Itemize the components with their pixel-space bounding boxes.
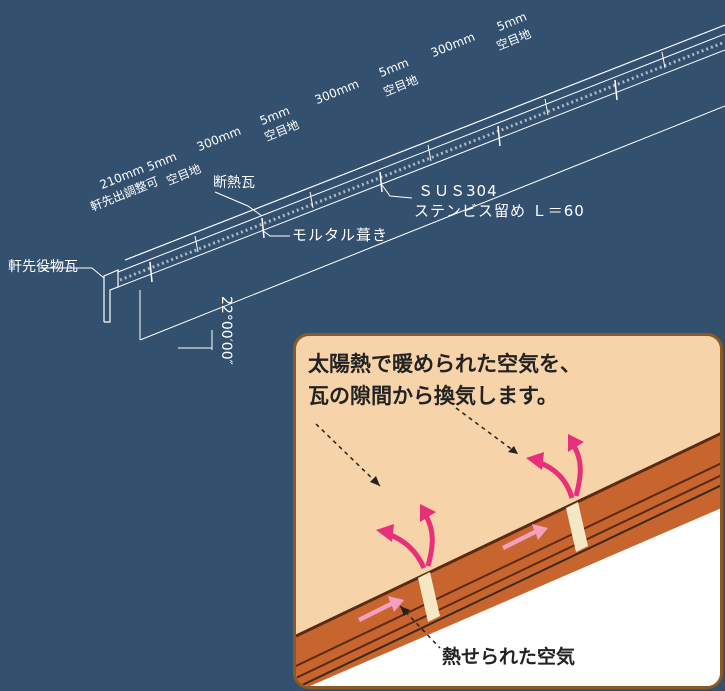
roof-line-top bbox=[124, 24, 725, 261]
tile-underline bbox=[296, 474, 720, 679]
eave-tile-shape bbox=[103, 269, 119, 323]
screw-mark bbox=[497, 125, 501, 147]
tile-underline bbox=[296, 462, 720, 667]
vent-arrow bbox=[537, 459, 575, 499]
vent-arrowhead bbox=[568, 434, 584, 452]
tile-joint bbox=[427, 144, 432, 162]
tile-edge-top bbox=[296, 432, 720, 638]
ventilation-inset: 太陽熱で暖められた空気を、 瓦の隙間から換気します。 熱せられた空気 bbox=[293, 333, 723, 689]
tile-band bbox=[296, 433, 720, 686]
leader-sus bbox=[381, 184, 413, 199]
inset-caption-line1: 太陽熱で暖められた空気を、 bbox=[308, 352, 581, 376]
label-mortar: モルタル葺き bbox=[292, 226, 389, 244]
inset-caption-line2: 瓦の隙間から換気します。 bbox=[308, 384, 558, 408]
flow-arrow bbox=[502, 524, 548, 550]
label-insulation-tile: 断熱瓦 bbox=[213, 175, 255, 191]
roof-line-tile-top bbox=[117, 33, 725, 273]
heated-air-label: 熱せられた空気 bbox=[442, 646, 576, 668]
screw-mark bbox=[614, 79, 618, 101]
vent-arrowhead bbox=[526, 452, 544, 470]
label-eave-tile: 軒先役物瓦 bbox=[8, 259, 78, 275]
leader-mortar bbox=[261, 229, 290, 237]
leader-insulation bbox=[214, 191, 263, 217]
screw-mark bbox=[379, 171, 383, 193]
vent-arrow bbox=[571, 444, 583, 497]
screw-mark bbox=[261, 217, 265, 239]
guide-arrowhead bbox=[508, 446, 518, 454]
vent-arrow bbox=[387, 531, 427, 570]
vent-arrowhead bbox=[420, 504, 436, 522]
tile-gap bbox=[566, 502, 588, 552]
guide-arrowhead bbox=[400, 606, 410, 616]
leader-eave bbox=[40, 267, 105, 279]
tile-joint bbox=[544, 98, 549, 116]
label-roof-angle: 22°00′00″ bbox=[218, 296, 234, 365]
roof-line-tile-bottom bbox=[117, 49, 725, 288]
ventilation-drawing bbox=[296, 407, 720, 686]
guide-dash bbox=[455, 407, 519, 455]
tile-gap bbox=[418, 572, 440, 622]
insulation-hatch bbox=[119, 40, 725, 282]
vent-arrowhead bbox=[376, 524, 394, 542]
vent-arrow bbox=[423, 514, 435, 567]
label-sus: ＳＵＳ304 bbox=[418, 182, 498, 200]
underside-area bbox=[309, 508, 720, 686]
guide-arrowhead bbox=[370, 476, 380, 486]
tile-joint bbox=[194, 235, 199, 253]
guide-dash bbox=[315, 423, 381, 487]
flow-arrow bbox=[358, 596, 404, 622]
roof-line-deck bbox=[139, 105, 725, 341]
deck-line bbox=[297, 484, 720, 686]
screw-mark bbox=[149, 261, 153, 283]
label-sus-screw: ステンビス留め Ｌ＝60 bbox=[414, 202, 585, 220]
